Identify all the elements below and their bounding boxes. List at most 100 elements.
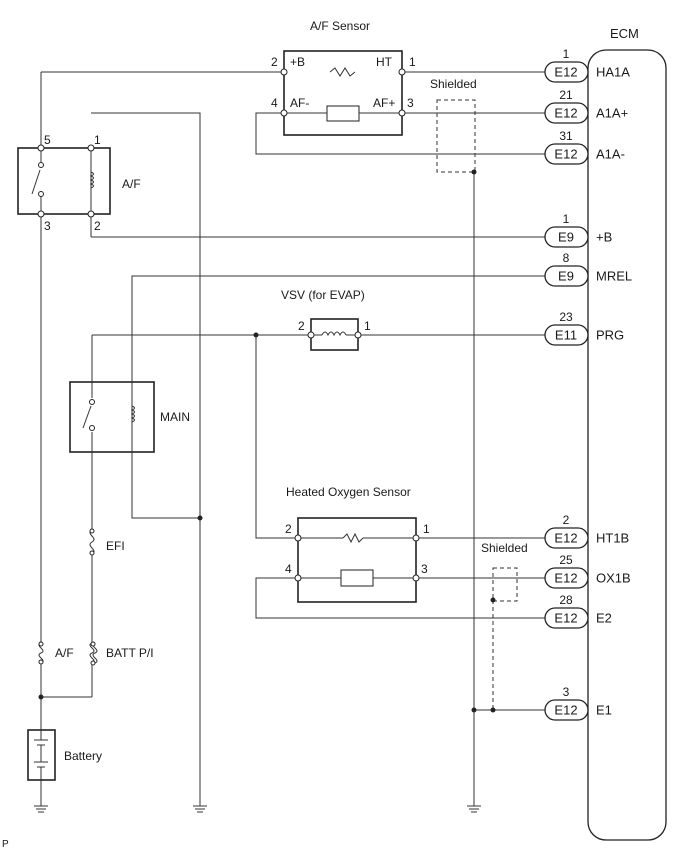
connector-pill	[544, 143, 589, 165]
af-sensor: A/F Sensor +B HT AF- AF+ 2 1 4 3	[271, 19, 416, 136]
connector-pin-number: 8	[563, 251, 570, 265]
af-sensor-pin-afm: AF-	[290, 96, 309, 110]
efi-fuse-label: EFI	[106, 539, 125, 553]
battery: Battery	[27, 729, 102, 781]
footer-mark: P	[2, 839, 9, 850]
ho2s-pin-2: 2	[285, 522, 292, 536]
ho2s: Heated Oxygen Sensor 2 1 4 3	[285, 485, 430, 603]
connector-id: E12	[554, 531, 577, 546]
af-relay-label: A/F	[122, 177, 141, 191]
fuses: EFI A/F BATT P/I	[38, 528, 154, 666]
ho2s-label: Heated Oxygen Sensor	[286, 485, 411, 499]
connector-pill	[544, 607, 589, 629]
connector-id: E9	[558, 269, 574, 284]
vsv: VSV (for EVAP) 2 1	[281, 288, 371, 351]
ho2s-pin-3: 3	[421, 562, 428, 576]
connector-signal-name: HT1B	[596, 531, 629, 546]
connector-signal-name: OX1B	[596, 571, 631, 586]
connector-id: E11	[555, 328, 577, 343]
connector-pill	[544, 265, 589, 287]
af-sensor-label: A/F Sensor	[310, 19, 370, 33]
af-relay-pin-1: 1	[94, 133, 101, 147]
ho2s-pin-1: 1	[423, 522, 430, 536]
ground-icon	[193, 805, 207, 813]
connector-pin-number: 21	[559, 88, 573, 102]
af-relay-pin-2: 2	[94, 219, 101, 233]
af-sensor-pin-1: 1	[409, 55, 416, 69]
battery-label: Battery	[64, 749, 102, 763]
connector-pill	[544, 61, 589, 83]
af-fuse-label: A/F	[55, 646, 74, 660]
connector-signal-name: A1A-	[596, 147, 625, 162]
grounds	[34, 805, 481, 813]
ecm-connectors: E121HA1AE1221A1A+E1231A1A-E91+BE98MRELE1…	[544, 47, 632, 721]
connector-pin-number: 1	[563, 212, 570, 226]
ho2s-box	[297, 517, 417, 603]
ecm-connector--b: E91+B	[544, 212, 612, 248]
connector-id: E12	[554, 611, 577, 626]
ecm-box	[587, 49, 667, 841]
af-sensor-pin-afp: AF+	[373, 96, 395, 110]
ecm-label: ECM	[610, 26, 639, 41]
main-relay-label: MAIN	[160, 410, 190, 424]
connector-pill	[544, 567, 589, 589]
shield-top	[436, 99, 476, 173]
af-relay-pin-5: 5	[44, 133, 51, 147]
af-sensor-pin-4: 4	[271, 96, 278, 110]
connector-pin-number: 1	[563, 47, 570, 61]
connector-pill	[544, 324, 589, 346]
ho2s-pin-4: 4	[285, 562, 292, 576]
main-relay-switch-icon	[82, 405, 92, 429]
shielded-top-label: Shielded	[430, 77, 477, 91]
connector-pin-number: 23	[559, 310, 573, 324]
af-relay-coil-icon	[89, 171, 94, 189]
efi-fuse-icon	[89, 529, 95, 555]
af-sensor-pin-2: 2	[271, 55, 278, 69]
connector-signal-name: E1	[596, 703, 612, 718]
connector-pin-number: 31	[559, 129, 573, 143]
af-relay-switch-icon	[31, 169, 41, 195]
af-sensor-element-icon	[326, 105, 360, 122]
connector-pill	[544, 102, 589, 124]
af-relay: A/F 5 1 3 2	[17, 133, 141, 233]
vsv-pin-1: 1	[364, 319, 371, 333]
af-relay-pin-3: 3	[44, 219, 51, 233]
af-relay-box	[17, 147, 111, 215]
connector-id: E12	[554, 571, 577, 586]
connector-pin-number: 28	[559, 593, 573, 607]
af-sensor-pin-ht: HT	[376, 55, 393, 69]
ground-icon	[34, 805, 48, 813]
connector-signal-name: PRG	[596, 328, 624, 343]
af-heater-resistor-icon	[329, 67, 356, 77]
connector-id: E9	[558, 230, 574, 245]
ground-icon	[467, 805, 481, 813]
main-relay-box	[69, 381, 155, 453]
ho2s-heater-resistor-icon	[342, 532, 364, 544]
connector-signal-name: E2	[596, 611, 612, 626]
connector-pin-number: 25	[559, 553, 573, 567]
vsv-pin-2: 2	[298, 319, 305, 333]
junction-dots	[38, 169, 496, 713]
main-relay-coil-icon	[130, 405, 135, 423]
connector-id: E12	[554, 106, 577, 121]
connector-id: E12	[554, 65, 577, 80]
main-relay: MAIN	[69, 381, 190, 453]
connector-pin-number: 2	[563, 513, 570, 527]
connector-pill	[544, 527, 589, 549]
ho2s-element-icon	[340, 569, 374, 587]
connector-id: E12	[554, 147, 577, 162]
connector-signal-name: A1A+	[596, 106, 628, 121]
connector-pin-number: 3	[563, 685, 570, 699]
vsv-coil-icon	[321, 331, 347, 337]
shielded-bottom-label: Shielded	[481, 541, 528, 555]
connector-signal-name: HA1A	[596, 65, 630, 80]
